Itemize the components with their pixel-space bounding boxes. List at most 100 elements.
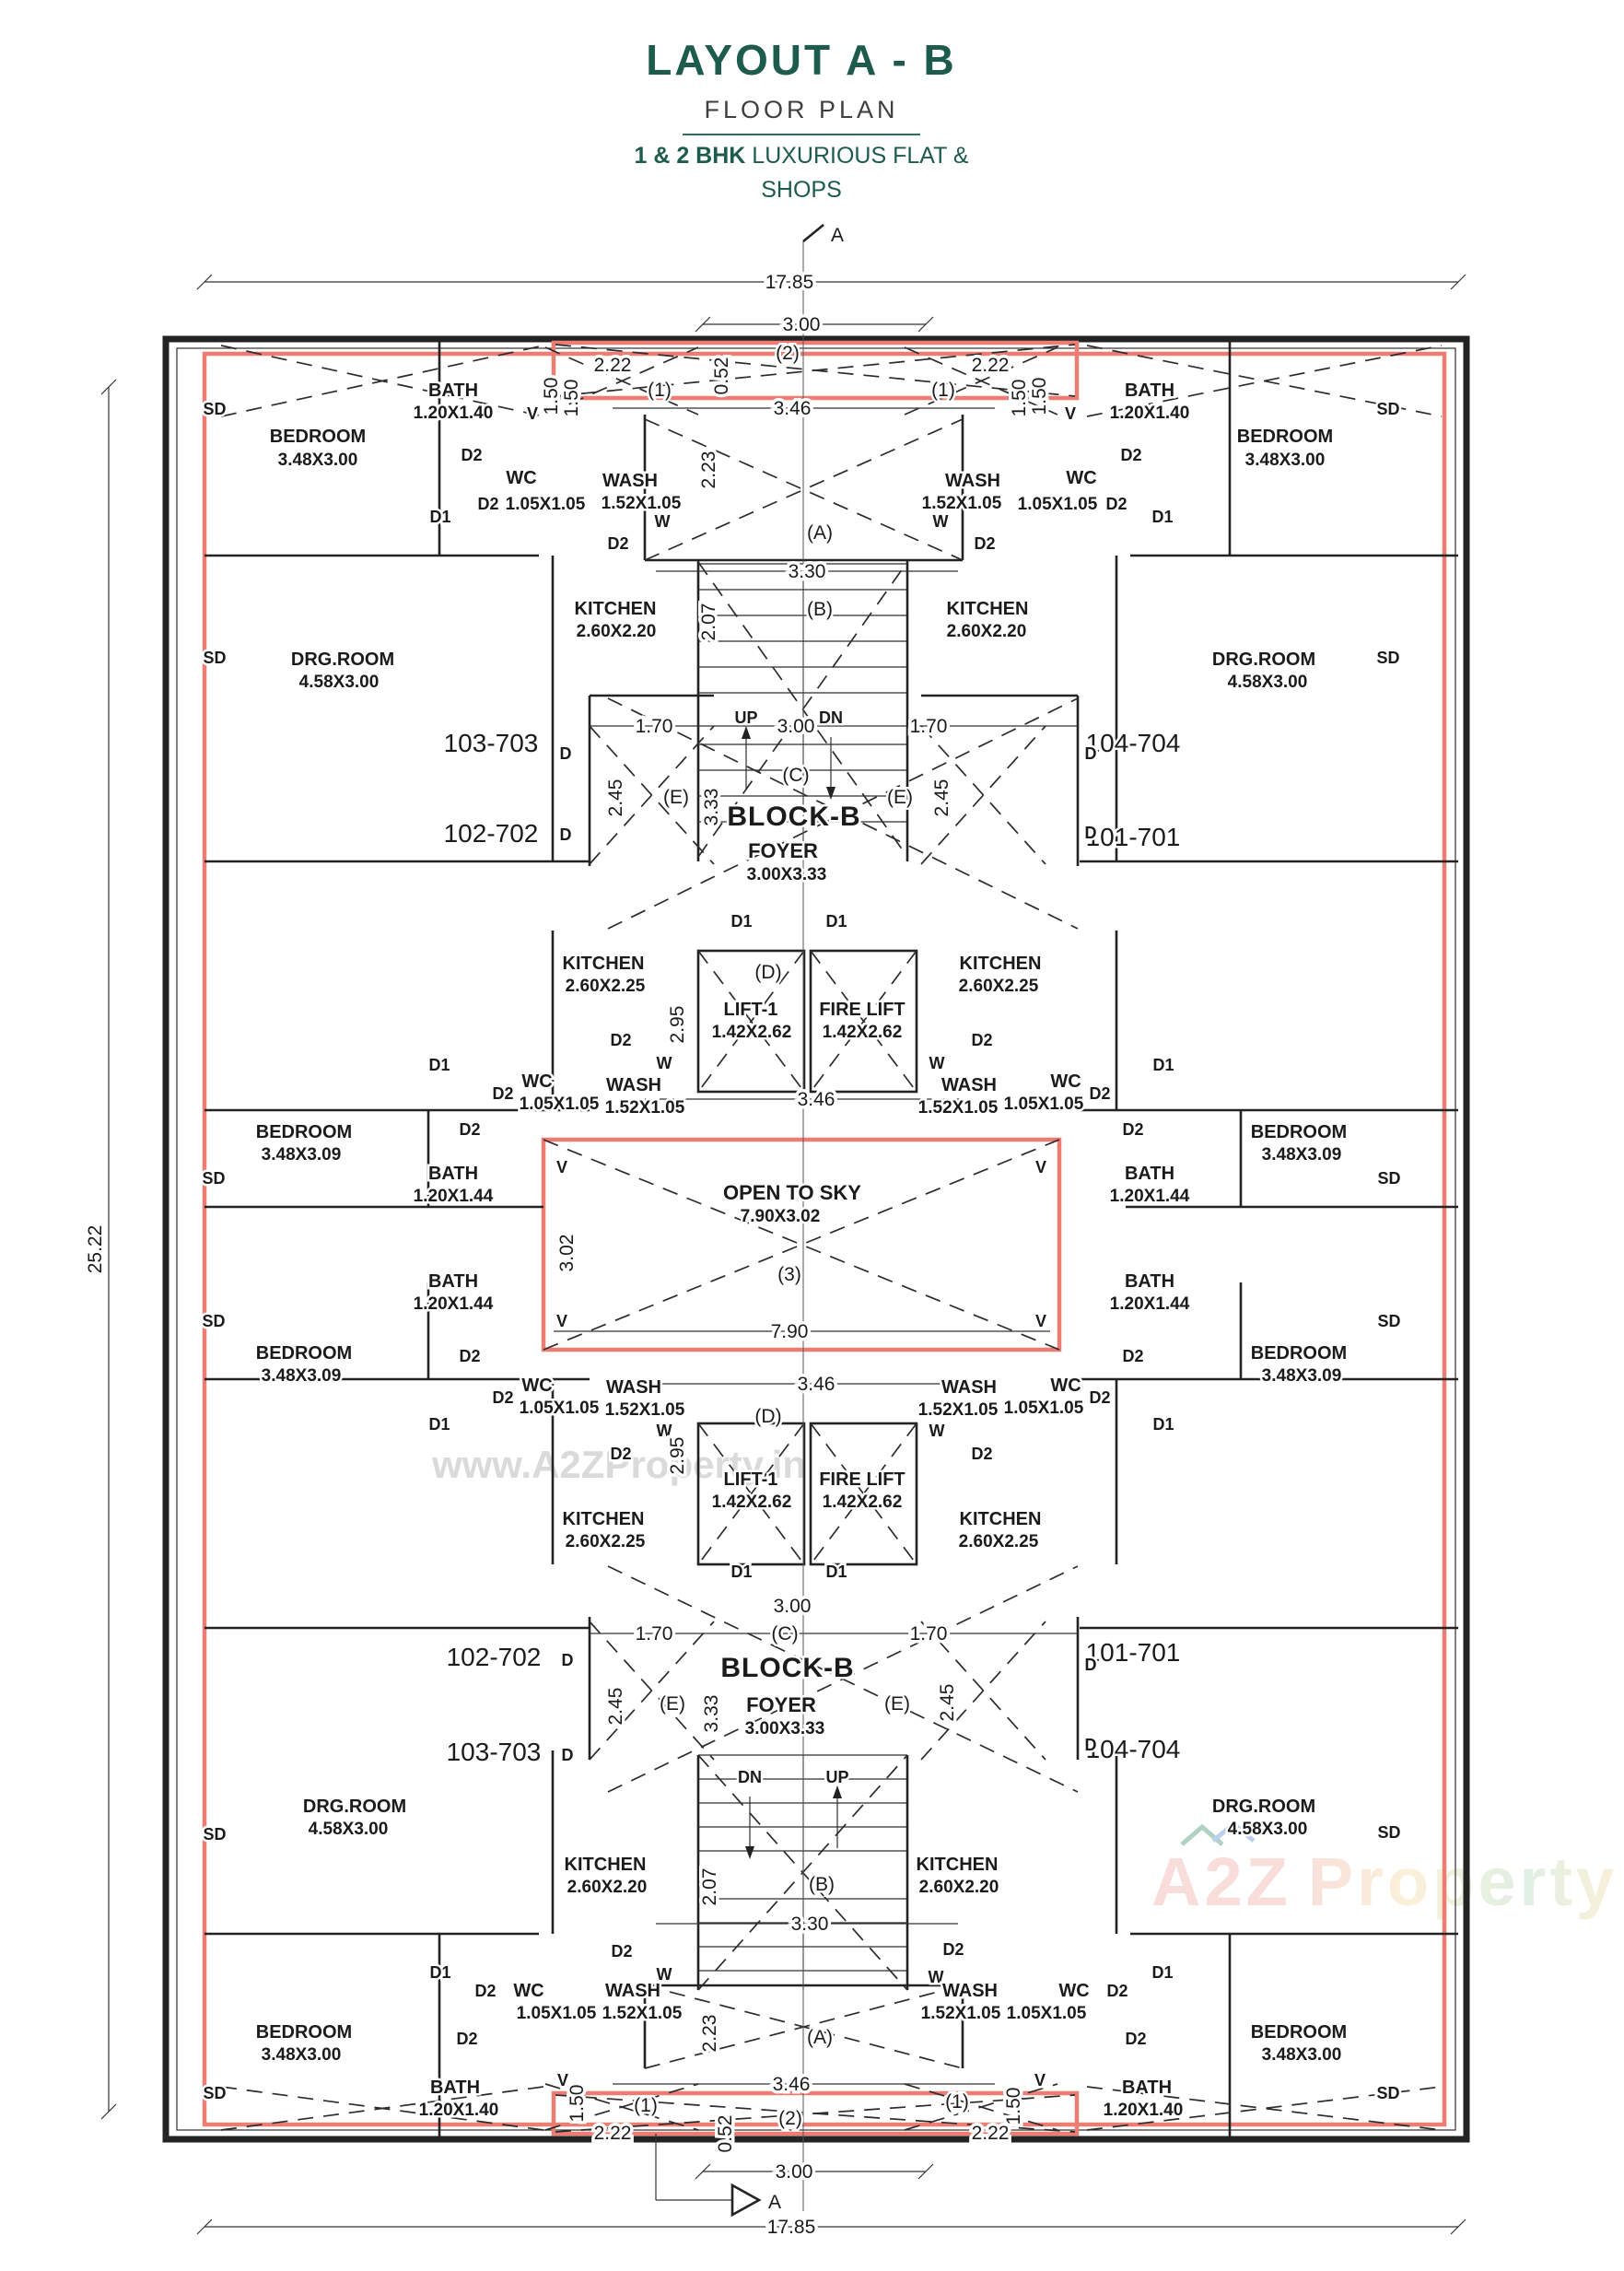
room-size: 1.05X1.05 bbox=[506, 495, 586, 514]
mark-d2: D2 bbox=[610, 1445, 631, 1463]
dim-width-bottom: 17.85 bbox=[767, 2217, 816, 2238]
lift-row-bottom-labels: WC D2 1.05X1.05 WASH 1.52X1.05 3.46 WC 1… bbox=[490, 1371, 1113, 1584]
drg-upper-labels: DRG.ROOM 4.58X3.00 SD DRG.ROOM 4.58X3.00… bbox=[201, 647, 1402, 695]
mark-sd: SD bbox=[1377, 1312, 1400, 1330]
zone-E: (E) bbox=[660, 1693, 685, 1715]
mark-d2: D2 bbox=[610, 1031, 631, 1049]
mark-d1: D1 bbox=[1151, 1963, 1173, 1982]
room-size: 1.52X1.05 bbox=[922, 494, 1002, 513]
mark-d: D bbox=[1085, 1656, 1097, 1674]
mark-d2: D2 bbox=[1106, 1982, 1127, 2000]
zone-D: (D) bbox=[754, 962, 781, 983]
dim-333: 3.33 bbox=[701, 789, 722, 826]
mark-sd: SD bbox=[1377, 1823, 1400, 1842]
room-name: WC bbox=[521, 1375, 552, 1396]
dim-052: 0.52 bbox=[715, 2115, 736, 2153]
kitchen-bottom-labels: KITCHEN 2.60X2.20 KITCHEN 2.60X2.20 bbox=[562, 1853, 1001, 1900]
room-size: 3.48X3.00 bbox=[262, 2045, 342, 2065]
room-size: 4.58X3.00 bbox=[1228, 1820, 1308, 1839]
mark-d2: D2 bbox=[1122, 1120, 1143, 1139]
room-size: 1.05X1.05 bbox=[1007, 2004, 1087, 2023]
room-name: BEDROOM bbox=[1251, 2022, 1347, 2043]
zone-B: (B) bbox=[807, 599, 833, 620]
room-name: WC bbox=[506, 468, 536, 488]
dim-222: 2.22 bbox=[972, 355, 1010, 376]
tagline: 1 & 2 BHK LUXURIOUS FLAT & bbox=[0, 143, 1603, 170]
mark-d2: D2 bbox=[477, 495, 498, 513]
room-size: 1.52X1.05 bbox=[918, 1400, 999, 1420]
mark-d1: D1 bbox=[825, 912, 847, 931]
mark-d2: D2 bbox=[971, 1031, 992, 1049]
room-size: 1.42X2.62 bbox=[823, 1493, 903, 1512]
room-size: 4.58X3.00 bbox=[299, 673, 380, 692]
mark-v: V bbox=[1035, 1158, 1046, 1176]
room-name: WASH bbox=[941, 1075, 997, 1095]
room-size: 1.20X1.40 bbox=[414, 404, 494, 423]
mark-d2: D2 bbox=[1125, 2030, 1146, 2048]
section-label-top: A bbox=[831, 225, 844, 246]
room-name: BEDROOM bbox=[1237, 427, 1333, 447]
flat-outline-red bbox=[202, 340, 1447, 2136]
dim-222: 2.22 bbox=[594, 355, 632, 376]
dim-150: 1.50 bbox=[1003, 2088, 1024, 2125]
room-size: 2.60X2.25 bbox=[959, 977, 1039, 996]
stair-dn-label: DN bbox=[738, 1768, 762, 1786]
mark-sd: SD bbox=[202, 1312, 225, 1330]
unit-label: 102-702 bbox=[444, 819, 539, 848]
mark-w: W bbox=[933, 512, 949, 531]
stair-up-label: UP bbox=[734, 708, 757, 727]
zone-D: (D) bbox=[754, 1406, 781, 1427]
room-name: DRG.ROOM bbox=[1212, 650, 1315, 670]
section-marker-bottom: A bbox=[655, 2134, 784, 2218]
room-name: BEDROOM bbox=[256, 1343, 352, 1364]
room-size: 1.42X2.62 bbox=[823, 1023, 903, 1042]
bottom-washwc-labels: D2 W WASH 1.52X1.05 D2 WC 1.05X1.05 D2 W… bbox=[473, 1938, 1130, 2099]
room-name: BEDROOM bbox=[1251, 1343, 1347, 1364]
room-size: 3.48X3.09 bbox=[1262, 1366, 1342, 1386]
room-size: 3.48X3.09 bbox=[1262, 1145, 1342, 1165]
dim-170: 1.70 bbox=[636, 716, 673, 737]
mark-d2: D2 bbox=[492, 1388, 513, 1407]
room-name: BATH bbox=[1125, 1271, 1174, 1292]
zone-C: (C) bbox=[771, 1623, 798, 1645]
zone-cross-lines bbox=[220, 344, 1443, 2133]
room-size: 3.48X3.09 bbox=[262, 1145, 342, 1165]
block-label: BLOCK-B bbox=[727, 802, 860, 832]
room-size: 1.20X1.40 bbox=[1110, 404, 1190, 423]
stair-up-label: UP bbox=[825, 1768, 848, 1786]
dim-333: 3.33 bbox=[701, 1695, 722, 1733]
mark-v: V bbox=[1035, 1312, 1046, 1330]
watermark-url: www.A2ZProperty.in bbox=[431, 1443, 806, 1486]
zone-1: (1) bbox=[931, 380, 955, 401]
room-size: 3.48X3.09 bbox=[262, 1366, 342, 1386]
page-title: LAYOUT A - B bbox=[646, 36, 957, 84]
mark-w: W bbox=[929, 1968, 944, 1986]
mark-d: D bbox=[560, 744, 572, 763]
room-size: 3.48X3.00 bbox=[1245, 451, 1326, 470]
mark-v: V bbox=[1065, 404, 1076, 423]
dimension-labels: 17.85 3.00 25.22 3.00 17.85 bbox=[82, 269, 824, 2242]
mark-v: V bbox=[556, 1158, 567, 1176]
mark-d1: D1 bbox=[825, 1563, 847, 1581]
room-name: KITCHEN bbox=[960, 954, 1042, 974]
room-name: WC bbox=[513, 1981, 543, 2001]
room-name: WASH bbox=[941, 1377, 997, 1398]
mark-sd: SD bbox=[1376, 400, 1399, 418]
tagline-rest: LUXURIOUS FLAT & bbox=[745, 143, 969, 169]
mark-d2: D2 bbox=[459, 1347, 480, 1365]
room-size: 1.05X1.05 bbox=[1004, 1399, 1084, 1418]
dim-150: 1.50 bbox=[561, 380, 582, 417]
mark-v: V bbox=[527, 404, 538, 423]
mark-d: D bbox=[1085, 1736, 1097, 1754]
top-core-labels: 3.46 2.23 (A) 3.30 2.07 (B) UP DN bbox=[695, 395, 846, 730]
mark-v: V bbox=[557, 2071, 568, 2090]
room-size: 1.05X1.05 bbox=[1004, 1095, 1084, 1114]
dim-052: 0.52 bbox=[711, 357, 732, 395]
room-size: 1.20X1.40 bbox=[419, 2101, 499, 2120]
mark-d1: D1 bbox=[730, 912, 752, 931]
stair-arrows bbox=[742, 726, 842, 1859]
room-name: WC bbox=[1066, 468, 1096, 488]
interior-walls bbox=[204, 339, 1458, 2139]
lift-row-top-labels: KITCHEN 2.60X2.25 KITCHEN 2.60X2.25 (D) … bbox=[490, 952, 1113, 1120]
kitchen-row1-labels: KITCHEN 2.60X2.20 KITCHEN 2.60X2.20 bbox=[572, 597, 1031, 644]
